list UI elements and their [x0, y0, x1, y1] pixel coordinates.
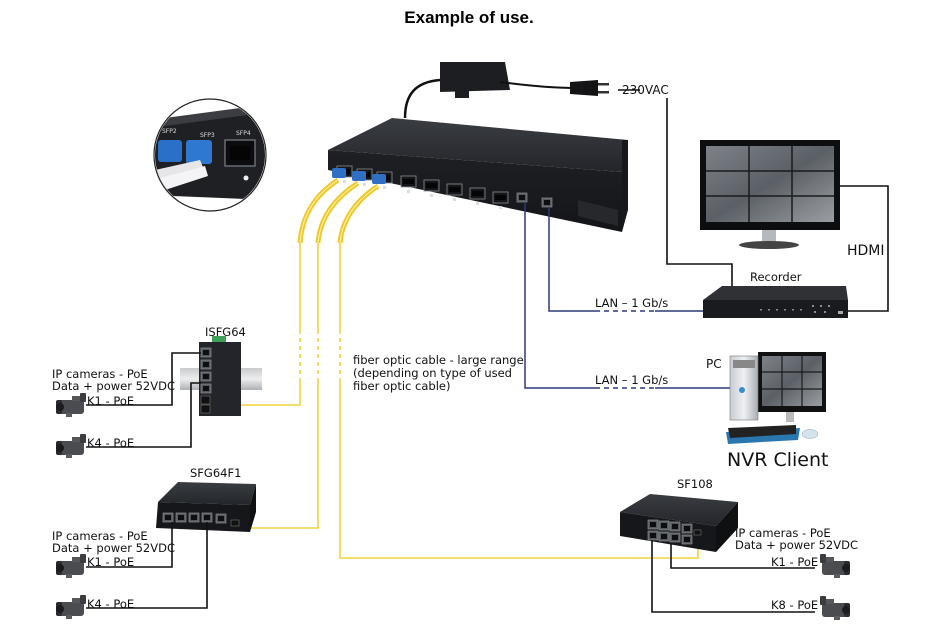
pc-label: PC — [706, 357, 722, 371]
cameras-title: IP cameras - PoE — [52, 367, 148, 381]
diagram-title: Example of use. — [404, 8, 534, 27]
camera-label: K1 - PoE — [87, 394, 135, 408]
power-plug-icon — [570, 80, 609, 96]
camera-label: K1 - PoE — [771, 555, 819, 569]
poe-cable — [86, 522, 208, 609]
poe-cable — [86, 352, 201, 448]
recorder-lan-label: LAN – 1 Gb/s — [595, 296, 669, 310]
cameras-subtitle: Data + power 52VDC — [735, 538, 858, 552]
camera-label: K4 - PoE — [87, 436, 135, 450]
cameras-title: IP cameras - PoE — [52, 529, 148, 543]
poe-cable — [651, 540, 815, 613]
sf108-switch — [620, 494, 738, 552]
camera-label: K8 - PoE — [771, 598, 819, 612]
lc-connector-icon — [332, 168, 386, 184]
cameras-subtitle: Data + power 52VDC — [52, 541, 175, 555]
main-fiber-switch — [328, 118, 628, 232]
power-label: 230VAC — [622, 83, 669, 97]
switch-model-label: SFG64F1 — [190, 466, 242, 480]
inset-port-label: SFP4 — [236, 130, 251, 137]
isfg64-switch — [180, 336, 262, 416]
switch-model-label: ISFG64 — [205, 325, 246, 339]
hdmi-cable — [840, 185, 889, 312]
monitor-icon — [700, 140, 840, 249]
camera-label: K1 - PoE — [87, 555, 135, 569]
sfp-closeup-inset: SFP2 SFP3 SFP4 — [153, 98, 267, 212]
recorder-label: Recorder — [750, 270, 802, 284]
cameras-title: IP cameras - PoE — [735, 526, 831, 540]
fiber-note-line1: fiber optic cable - large range — [353, 353, 524, 367]
nvr-client-label: NVR Client — [727, 449, 829, 471]
pc-icon — [726, 352, 826, 444]
recorder-icon — [703, 286, 848, 318]
power-adapter — [403, 62, 576, 119]
inset-port-label: SFP3 — [200, 132, 215, 139]
fiber-cable — [232, 177, 699, 559]
switch-model-label: SF108 — [677, 477, 713, 491]
fiber-note-line2: (depending on type of used — [353, 366, 512, 380]
sfg64f1-switch — [156, 482, 256, 532]
lan-cable — [524, 202, 730, 389]
pc-lan-label: LAN – 1 Gb/s — [595, 373, 669, 387]
cameras-subtitle: Data + power 52VDC — [52, 379, 175, 393]
inset-port-label: SFP2 — [162, 128, 177, 135]
camera-label: K4 - PoE — [87, 597, 135, 611]
fiber-note-line3: fiber optic cable) — [353, 379, 451, 393]
hdmi-label: HDMI — [847, 243, 885, 259]
power-cable — [618, 89, 733, 286]
